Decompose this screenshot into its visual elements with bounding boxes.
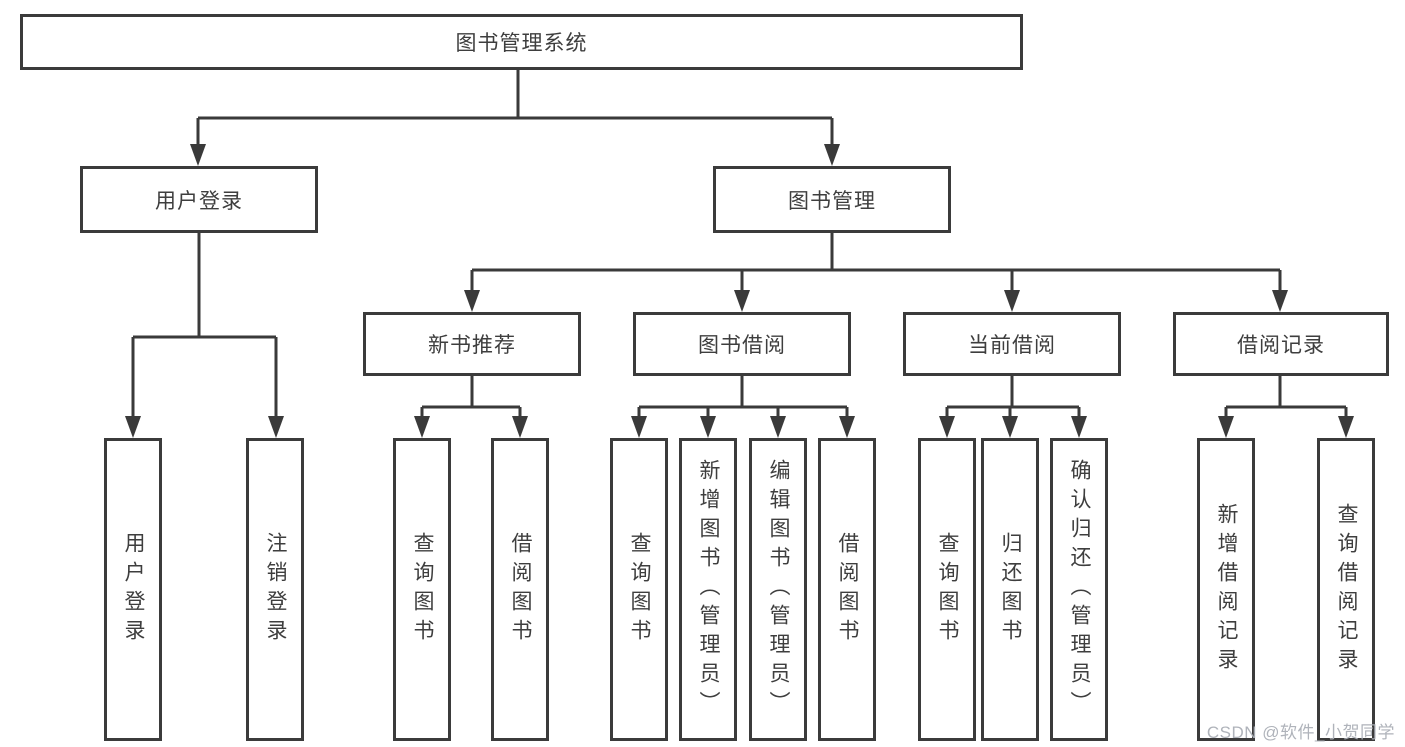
node-leaf-query-books-current: 查询图书 bbox=[918, 438, 976, 741]
node-leaf-borrow-books-recommend: 借阅图书 bbox=[491, 438, 549, 741]
node-leaf-add-books-admin: 新增图书（管理员） bbox=[679, 438, 737, 741]
node-leaf-edit-books-admin: 编辑图书（管理员） bbox=[749, 438, 807, 741]
node-leaf-user-login: 用户登录 bbox=[104, 438, 162, 741]
node-library-management-system: 图书管理系统 bbox=[20, 14, 1023, 70]
node-leaf-add-borrow-record: 新增借阅记录 bbox=[1197, 438, 1255, 741]
csdn-watermark: CSDN @软件_小贺同学 bbox=[1206, 723, 1395, 742]
node-leaf-query-books-recommend: 查询图书 bbox=[393, 438, 451, 741]
node-leaf-return-books: 归还图书 bbox=[981, 438, 1039, 741]
node-leaf-logout-login: 注销登录 bbox=[246, 438, 304, 741]
node-current-borrowing: 当前借阅 bbox=[903, 312, 1121, 376]
node-user-login: 用户登录 bbox=[80, 166, 318, 233]
node-leaf-confirm-return-admin: 确认归还（管理员） bbox=[1050, 438, 1108, 741]
node-book-borrowing: 图书借阅 bbox=[633, 312, 851, 376]
node-new-book-recommend: 新书推荐 bbox=[363, 312, 581, 376]
node-borrow-records: 借阅记录 bbox=[1173, 312, 1389, 376]
node-book-management: 图书管理 bbox=[713, 166, 951, 233]
node-leaf-query-borrow-record: 查询借阅记录 bbox=[1317, 438, 1375, 741]
node-leaf-borrow-books-borrowing: 借阅图书 bbox=[818, 438, 876, 741]
node-leaf-query-books-borrowing: 查询图书 bbox=[610, 438, 668, 741]
